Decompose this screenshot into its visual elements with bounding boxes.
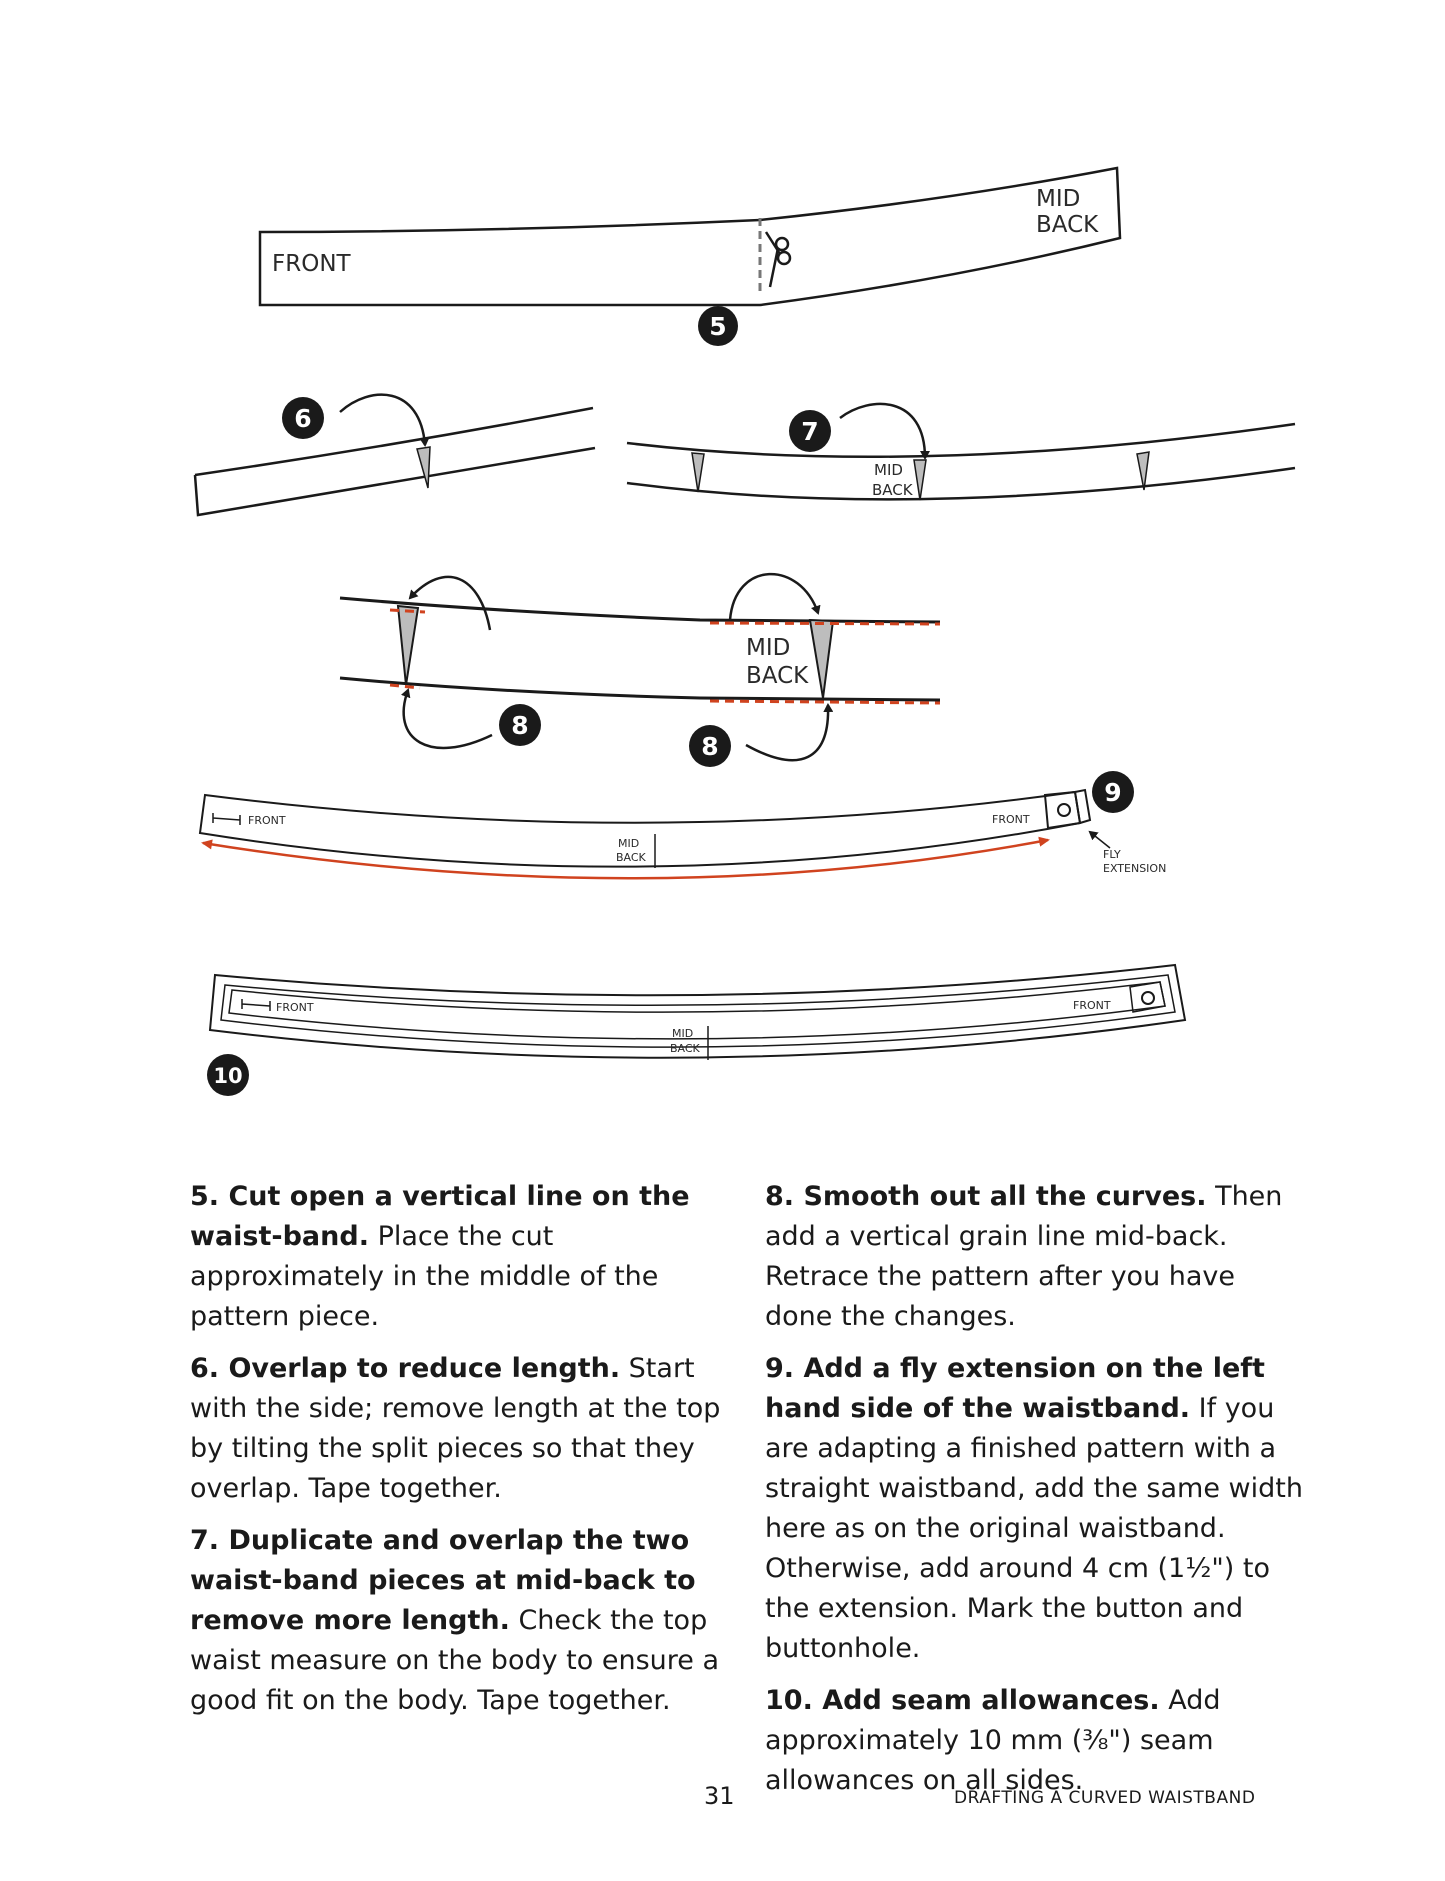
- svg-text:10: 10: [213, 1064, 242, 1088]
- step-number-6: 6: [282, 397, 324, 439]
- label-back-9: BACK: [616, 851, 647, 864]
- step-5-body: Place the cut approximately in the middl…: [190, 1221, 659, 1332]
- step7-waistband-pieces: MID BACK: [626, 402, 1296, 501]
- step-5-paragraph: 5. Cut open a vertical line on the waist…: [190, 1177, 730, 1337]
- step-9-paragraph: 9. Add a fly extension on the left hand …: [765, 1349, 1305, 1669]
- step6-waistband-piece: [193, 393, 596, 517]
- step10-waistband: FRONT FRONT MID BACK: [208, 963, 1187, 1060]
- svg-text:8: 8: [511, 711, 528, 740]
- label-front-9b: FRONT: [992, 813, 1030, 826]
- label-back-10: BACK: [670, 1042, 701, 1055]
- page-number: 31: [704, 1782, 735, 1810]
- instructions-left-column: 5. Cut open a vertical line on the waist…: [190, 1177, 730, 1733]
- step-5-title: 5. Cut open a vertical line on the waist…: [190, 1181, 690, 1252]
- label-back-7: BACK: [872, 481, 914, 499]
- label-front-10b: FRONT: [1073, 999, 1111, 1012]
- svg-text:9: 9: [1104, 778, 1121, 807]
- waistband-drafting-diagram: FRONT MID BACK 5 6 MID BACK 7: [193, 166, 1296, 1096]
- label-fly: FLY: [1103, 848, 1121, 861]
- label-back: BACK: [1036, 212, 1099, 238]
- step-10-paragraph: 10. Add seam allowances. Add approximate…: [765, 1681, 1305, 1801]
- svg-text:5: 5: [709, 312, 726, 341]
- step-7-title: 7. Duplicate and overlap the two waist-b…: [190, 1525, 696, 1636]
- step5-waistband-piece: FRONT MID BACK: [258, 166, 1122, 307]
- svg-text:7: 7: [801, 417, 818, 446]
- step-7-body: Check the top waist measure on the body …: [190, 1605, 720, 1716]
- svg-text:6: 6: [294, 404, 311, 433]
- step9-waistband: FRONT FRONT MID BACK FLY EXTENSION: [198, 788, 1166, 880]
- label-mid-8: MID: [746, 635, 790, 661]
- step-9-body: If you are adapting a finished pattern w…: [765, 1393, 1303, 1664]
- label-mid-7: MID: [874, 461, 903, 479]
- label-front-10a: FRONT: [276, 1001, 314, 1014]
- instructions-right-column: 8. Smooth out all the curves. Then add a…: [765, 1177, 1305, 1813]
- step-number-10: 10: [207, 1054, 249, 1096]
- step-10-body: Add approximately 10 mm (⅜") seam allowa…: [765, 1685, 1221, 1796]
- step-7-paragraph: 7. Duplicate and overlap the two waist-b…: [190, 1521, 730, 1721]
- label-extension: EXTENSION: [1103, 862, 1166, 875]
- label-mid: MID: [1036, 186, 1080, 212]
- label-front-9a: FRONT: [248, 814, 286, 827]
- step-number-5: 5: [698, 306, 738, 346]
- step-6-title: 6. Overlap to reduce length.: [190, 1353, 621, 1384]
- label-mid-10: MID: [672, 1027, 693, 1040]
- step-6-body: Start with the side; remove length at th…: [190, 1353, 721, 1504]
- scissors-icon: [764, 231, 792, 288]
- label-front: FRONT: [272, 251, 352, 277]
- step-number-8-second: 8: [689, 725, 731, 767]
- step-8-title: 8. Smooth out all the curves.: [765, 1181, 1207, 1212]
- step-9-title: 9. Add a fly extension on the left hand …: [765, 1353, 1265, 1424]
- step-8-body: Then add a vertical grain line mid-back.…: [765, 1181, 1283, 1332]
- step-8-paragraph: 8. Smooth out all the curves. Then add a…: [765, 1177, 1305, 1337]
- step-10-title: 10. Add seam allowances.: [765, 1685, 1160, 1716]
- label-mid-9: MID: [618, 837, 639, 850]
- step-number-7: 7: [789, 410, 831, 452]
- svg-text:8: 8: [701, 732, 718, 761]
- step-number-9: 9: [1092, 771, 1134, 813]
- running-head: DRAFTING A CURVED WAISTBAND: [954, 1788, 1256, 1808]
- label-back-8: BACK: [746, 663, 809, 689]
- step8-smoothing: MID BACK: [339, 572, 941, 762]
- step-6-paragraph: 6. Overlap to reduce length. Start with …: [190, 1349, 730, 1509]
- step-number-8: 8: [499, 704, 541, 746]
